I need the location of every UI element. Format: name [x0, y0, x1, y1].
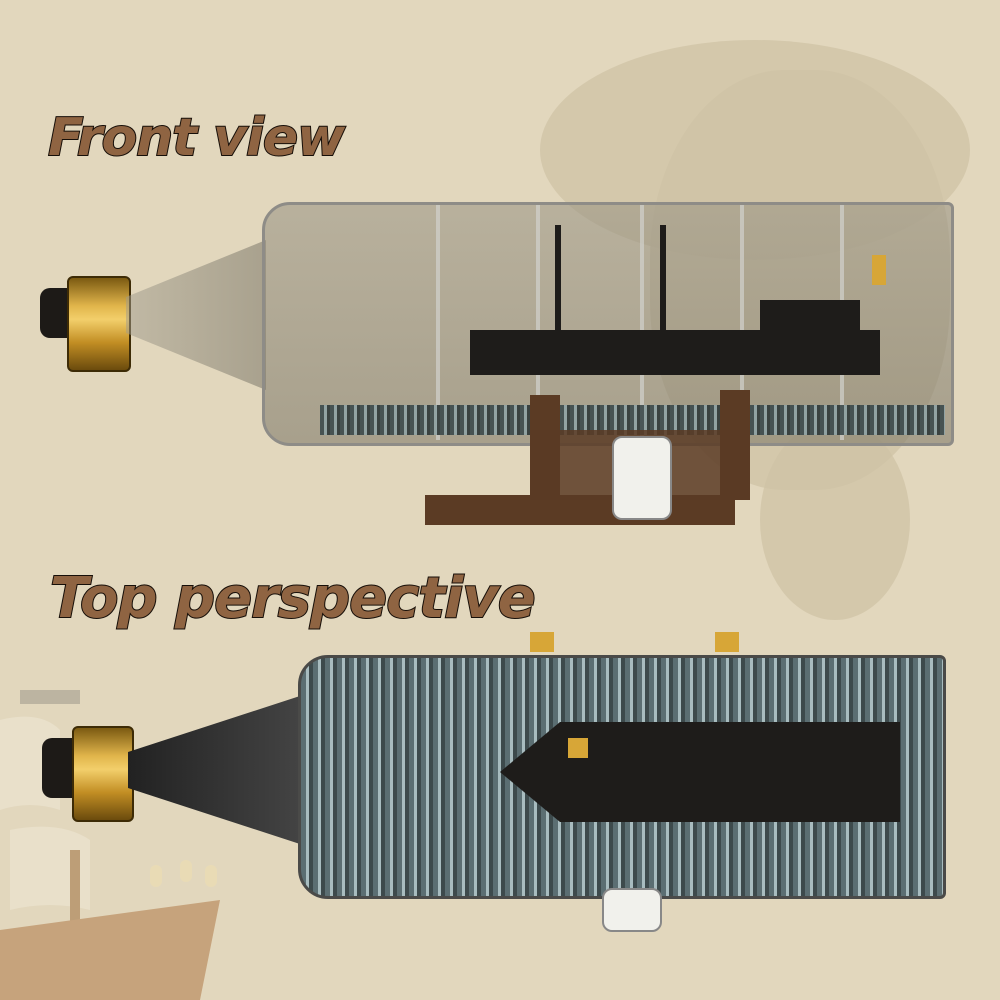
gold-cork — [67, 276, 131, 372]
cork-handle — [715, 632, 739, 652]
ship-stern — [760, 300, 860, 340]
top-perspective-heading: Top perspective — [49, 565, 537, 632]
gold-cork — [72, 726, 134, 822]
glass-rib — [740, 205, 744, 440]
glass-rib — [436, 205, 440, 440]
skull-figure — [602, 888, 662, 932]
cork-handle — [530, 632, 554, 652]
skull-figure — [612, 436, 672, 520]
stern-lantern — [872, 255, 886, 285]
ghost-silhouette — [760, 420, 910, 620]
ship-mast — [660, 225, 666, 335]
pirate-ship-deck — [500, 722, 900, 822]
display-stand-base — [425, 495, 735, 525]
glass-rib — [536, 205, 540, 440]
ship-mast — [555, 225, 561, 335]
glass-rib — [640, 205, 644, 440]
bottle-neck — [126, 240, 266, 390]
front-view-heading: Front view — [47, 107, 346, 169]
deck-detail — [568, 738, 588, 758]
